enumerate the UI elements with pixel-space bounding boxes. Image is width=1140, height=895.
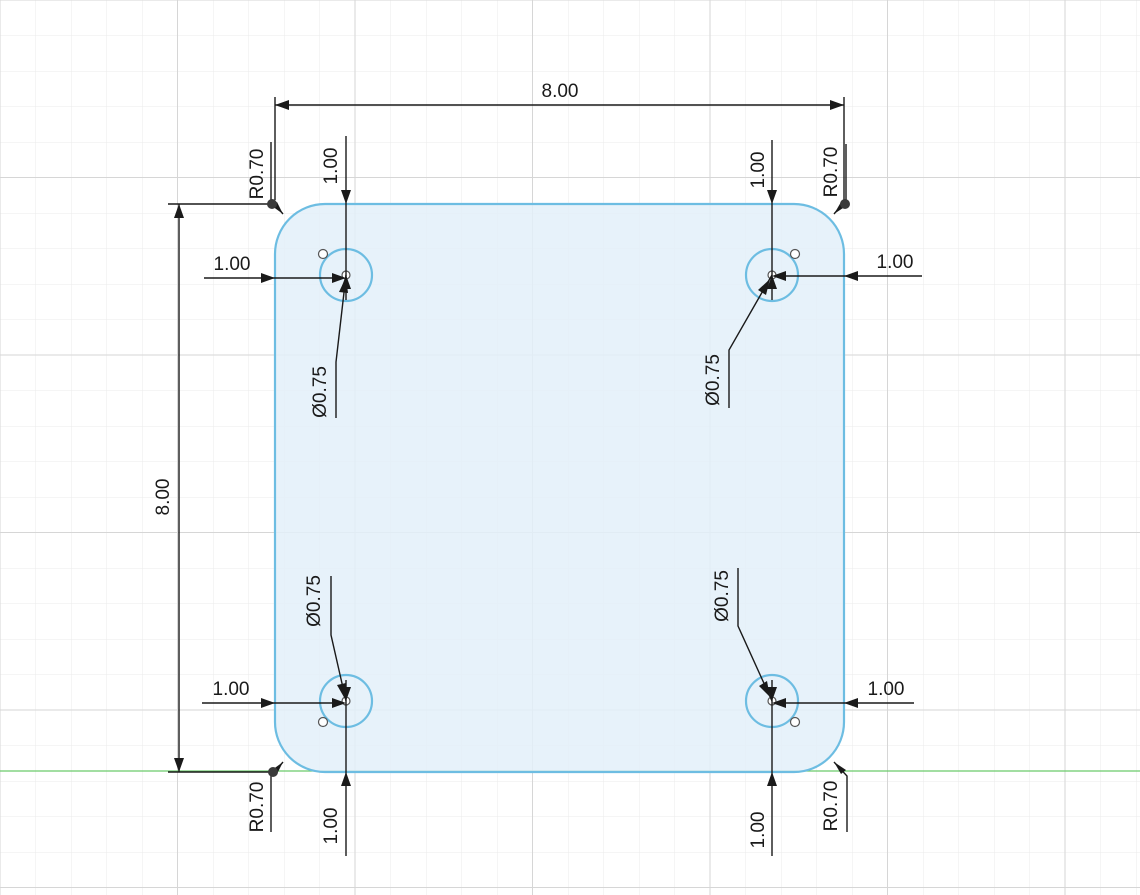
dimension-value[interactable]: 8.00 <box>542 81 579 102</box>
dimension-value[interactable]: R0.70 <box>821 147 842 198</box>
dimension-hole-bottom-right-diameter[interactable]: Ø0.75 <box>712 568 773 702</box>
dimension-overall-height[interactable]: 8.00 <box>153 203 272 773</box>
dimension-value[interactable]: R0.70 <box>821 781 842 832</box>
dimension-value[interactable]: 1.00 <box>877 252 914 273</box>
dimension-value[interactable]: 1.00 <box>868 679 905 700</box>
dimension-hole-top-right-x[interactable]: 1.00 <box>772 252 922 281</box>
dimension-value[interactable]: 1.00 <box>214 254 251 275</box>
dimension-hole-top-right-y[interactable]: 1.00 <box>748 140 777 300</box>
dimension-hole-bottom-right-y[interactable]: 1.00 <box>748 680 777 856</box>
hole-quadrant-point[interactable] <box>789 716 801 728</box>
fixed-point[interactable] <box>268 767 278 777</box>
dimension-value[interactable]: 8.00 <box>153 479 174 516</box>
dimension-value[interactable]: 1.00 <box>748 812 769 849</box>
dimension-value[interactable]: 1.00 <box>213 679 250 700</box>
dimension-hole-top-left-x[interactable]: 1.00 <box>204 254 346 283</box>
dimension-radius-top-right[interactable]: R0.70 <box>821 144 850 215</box>
hole-quadrant-point[interactable] <box>317 716 329 728</box>
dimension-value[interactable]: R0.70 <box>247 782 268 833</box>
dimension-overall-width[interactable]: 8.00 <box>274 81 845 200</box>
dimension-hole-bottom-left-diameter[interactable]: Ø0.75 <box>304 575 347 702</box>
dimension-value[interactable]: Ø0.75 <box>712 570 733 622</box>
dimension-radius-bottom-left[interactable]: R0.70 <box>247 761 284 833</box>
dimension-radius-top-left[interactable]: R0.70 <box>247 142 284 215</box>
dimension-value[interactable]: Ø0.75 <box>304 575 325 627</box>
plate-profile[interactable] <box>273 202 846 774</box>
dimension-value[interactable]: 1.00 <box>321 808 342 845</box>
dimension-value[interactable]: Ø0.75 <box>310 366 331 418</box>
dimension-hole-top-left-diameter[interactable]: Ø0.75 <box>310 274 348 418</box>
fixed-point[interactable] <box>267 199 277 209</box>
dimension-hole-bottom-left-x[interactable]: 1.00 <box>202 679 346 708</box>
dimension-radius-bottom-right[interactable]: R0.70 <box>821 761 848 832</box>
dimension-hole-top-right-diameter[interactable]: Ø0.75 <box>703 274 773 408</box>
dimension-hole-bottom-left-y[interactable]: 1.00 <box>321 680 351 856</box>
hole-quadrant-point[interactable] <box>317 248 329 260</box>
dimension-hole-bottom-right-x[interactable]: 1.00 <box>772 679 914 708</box>
dimension-value[interactable]: 1.00 <box>321 148 342 185</box>
dimension-value[interactable]: 1.00 <box>748 152 769 189</box>
hole-quadrant-point[interactable] <box>789 248 801 260</box>
fixed-point[interactable] <box>840 199 850 209</box>
dimension-value[interactable]: R0.70 <box>247 149 268 200</box>
dimension-value[interactable]: Ø0.75 <box>703 354 724 406</box>
